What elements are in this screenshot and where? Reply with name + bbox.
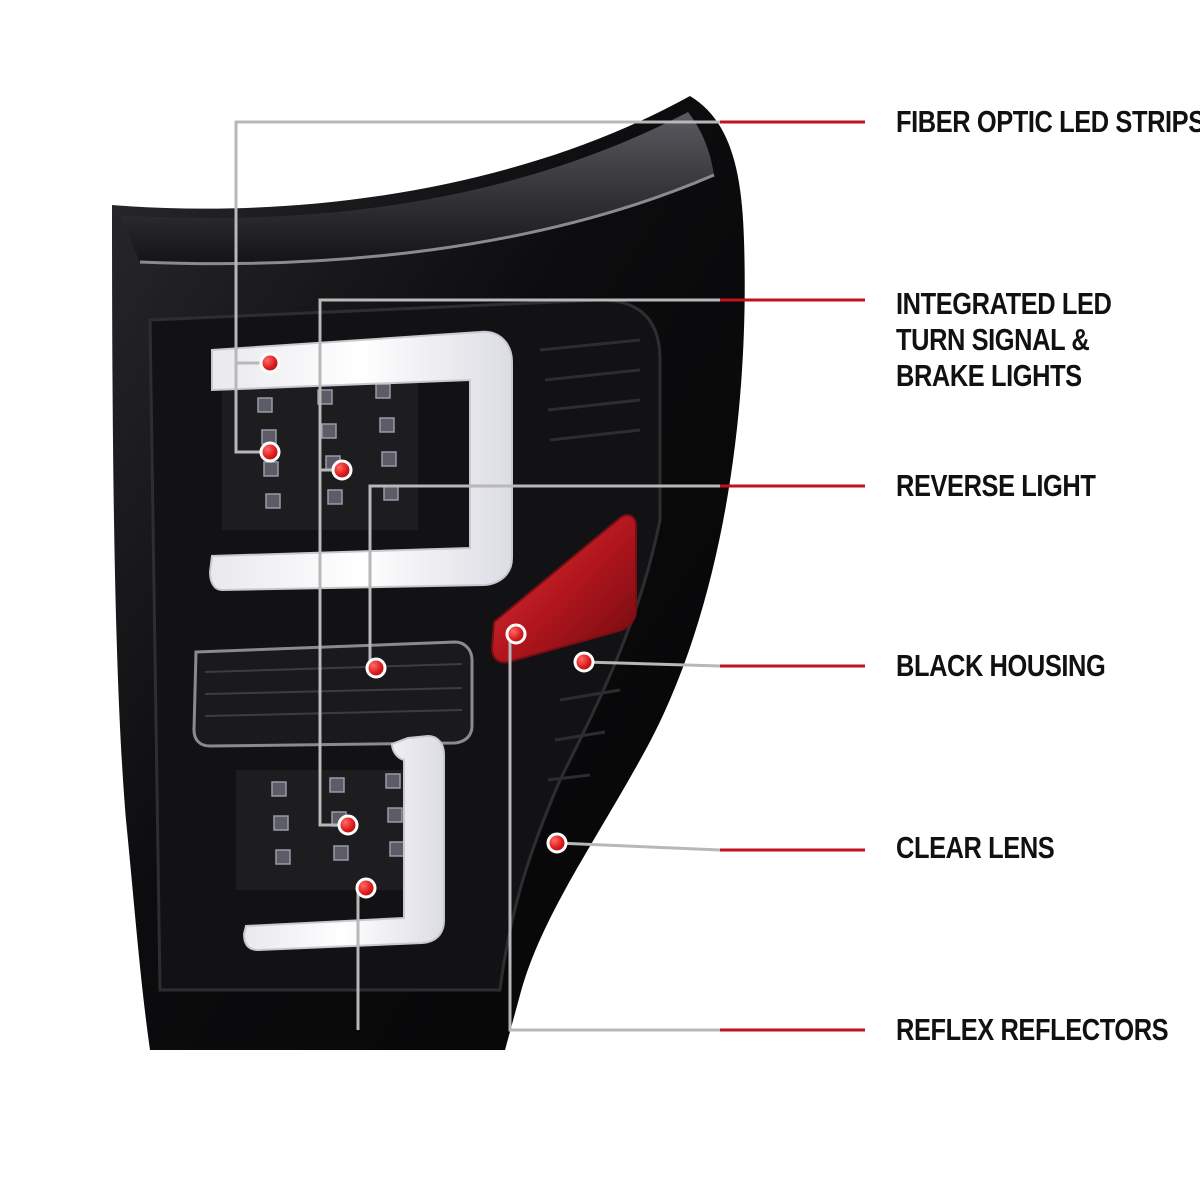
lower-fiber-optic-bar: [242, 734, 445, 952]
reverse-light-lens: [192, 640, 474, 748]
label-fiber-optic-led-strips: FIBER OPTIC LED STRIPS: [896, 104, 1200, 139]
upper-fiber-optic-bar: [208, 330, 513, 592]
callout-dot-reflector-side: [505, 623, 527, 645]
callout-dot-fiber-lower: [259, 441, 281, 463]
callout-dot-fiber-upper: [259, 352, 281, 374]
label-reverse-light: REVERSE LIGHT: [896, 468, 1096, 503]
callout-dot-housing: [573, 651, 595, 673]
callout-dot-led-upper: [331, 459, 353, 481]
label-integrated-led-turn-signal: INTEGRATED LED TURN SIGNAL & BRAKE LIGHT…: [896, 286, 1112, 393]
label-reflex-reflectors: REFLEX REFLECTORS: [896, 1012, 1169, 1047]
callout-dot-reverse: [365, 657, 387, 679]
reflex-reflector: [490, 514, 637, 664]
callout-dot-led-lower: [337, 814, 359, 836]
housing-top-rim: [120, 112, 714, 264]
label-black-housing: BLACK HOUSING: [896, 648, 1106, 683]
callout-accent-lines: [720, 120, 865, 1032]
lower-led-matrix: [236, 770, 420, 890]
callout-dot-reflector-lower: [355, 877, 377, 899]
callout-dot-clear-lens: [546, 832, 568, 854]
label-clear-lens: CLEAR LENS: [896, 830, 1055, 865]
